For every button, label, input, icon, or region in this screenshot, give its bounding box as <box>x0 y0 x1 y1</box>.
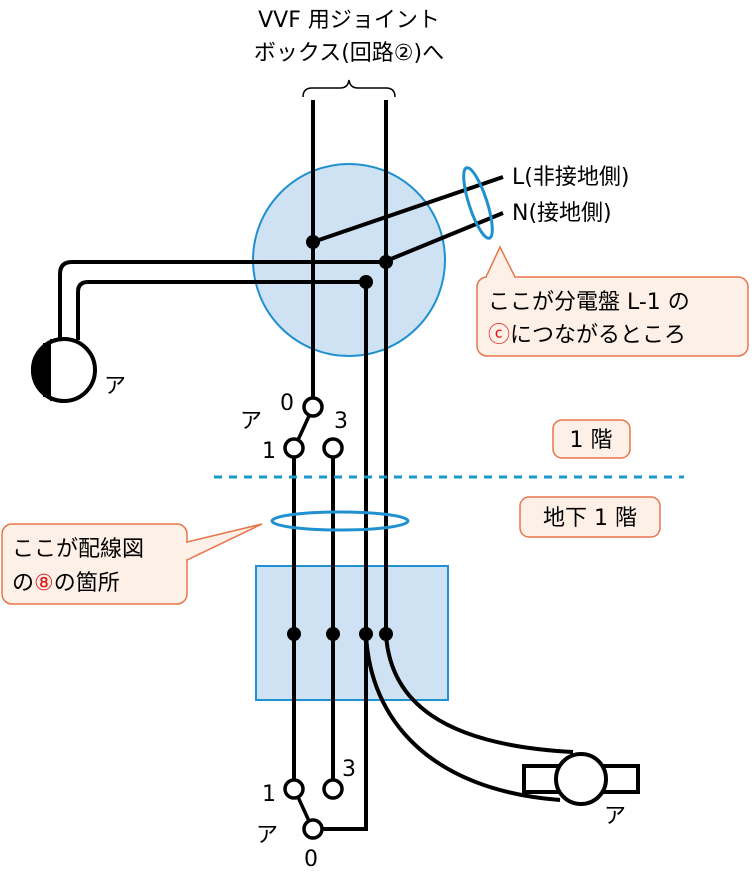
wire-lamp-right-outer <box>364 633 561 802</box>
lamp-left-label: ア <box>104 374 126 399</box>
lamp-right-label: ア <box>604 804 626 829</box>
feed-wire-L <box>312 175 504 244</box>
svg-text:地下 1 階: 地下 1 階 <box>543 506 637 531</box>
wire-lamp-right-inner <box>384 633 574 754</box>
switch-lower-terminal-0: 0 <box>304 847 318 872</box>
switch-lower <box>283 778 368 840</box>
top-brace <box>302 79 396 98</box>
junction-dot <box>359 275 373 289</box>
feed-label-L: L(非接地側) <box>512 165 629 190</box>
switch-upper-terminal-0: 0 <box>280 391 294 416</box>
callout-wiring-line1: ここが配線図 <box>12 537 144 562</box>
switch-lower-terminal-3: 3 <box>342 757 356 782</box>
switch-upper-label: ア <box>240 409 262 434</box>
callout-wiring-line2: の⑧の箇所 <box>12 571 120 596</box>
callout-panel-line1: ここが分電盤 L-1 の <box>488 290 690 315</box>
junction-box-rect <box>255 565 449 701</box>
junction-dot <box>306 235 320 249</box>
switch-upper-terminal-1: 1 <box>262 439 276 464</box>
feed-cable-ring <box>462 166 494 240</box>
switch-upper <box>283 395 344 459</box>
junction-dot <box>287 627 301 641</box>
top-label-line1: VVF 用ジョイント <box>258 8 440 33</box>
lower-cable-ring <box>270 510 410 532</box>
junction-dot <box>379 255 393 269</box>
wire-lamp-left-outer <box>58 260 386 340</box>
callout-panel-line2: ⓒにつながるところ <box>488 323 686 348</box>
switch-upper-terminal-3: 3 <box>334 409 348 434</box>
callout-wiring-mark: ⑧ <box>34 571 54 596</box>
callout-wiring-pre: の <box>12 571 34 596</box>
wire-lamp-left-inner <box>76 280 366 340</box>
svg-text:1 階: 1 階 <box>570 428 613 453</box>
lamp-left <box>31 337 97 403</box>
floor-label-upper: 1 階 <box>552 419 631 459</box>
junction-dot <box>326 627 340 641</box>
callout-panel-rest: につながるところ <box>510 323 686 348</box>
top-label-line2: ボックス(回路②)へ <box>254 41 444 66</box>
lamp-right <box>522 752 640 806</box>
feed-wire-N <box>385 211 504 263</box>
callout-wiring-post: の箇所 <box>54 571 120 596</box>
feed-label-N: N(接地側) <box>512 201 612 226</box>
callout-panel: ここが分電盤 L-1 の ⓒにつながるところ <box>476 245 749 357</box>
floor-label-lower: 地下 1 階 <box>519 496 661 538</box>
switch-lower-terminal-1: 1 <box>262 782 276 807</box>
switch-lower-label: ア <box>256 823 278 848</box>
callout-panel-mark: ⓒ <box>488 323 510 348</box>
callout-wiring: ここが配線図 の⑧の箇所 <box>1 523 263 605</box>
